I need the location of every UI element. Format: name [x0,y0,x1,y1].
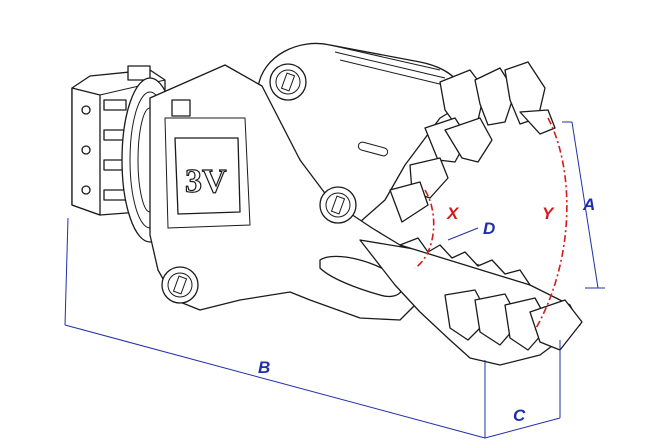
jaw-opening-marks [414,117,568,331]
main-body: 3V [149,64,421,321]
label-c: C [513,406,526,425]
upper-teeth [389,61,556,223]
label-y: Y [542,204,555,223]
lower-jaw [359,237,583,366]
y-arc [534,117,568,331]
label-b: B [258,358,270,377]
label-d: D [483,219,495,238]
label-x: X [446,204,460,223]
dimension-lines [64,121,605,439]
brand-logo: 3V [185,163,227,200]
label-a: A [582,195,595,214]
x-arc [414,189,435,269]
